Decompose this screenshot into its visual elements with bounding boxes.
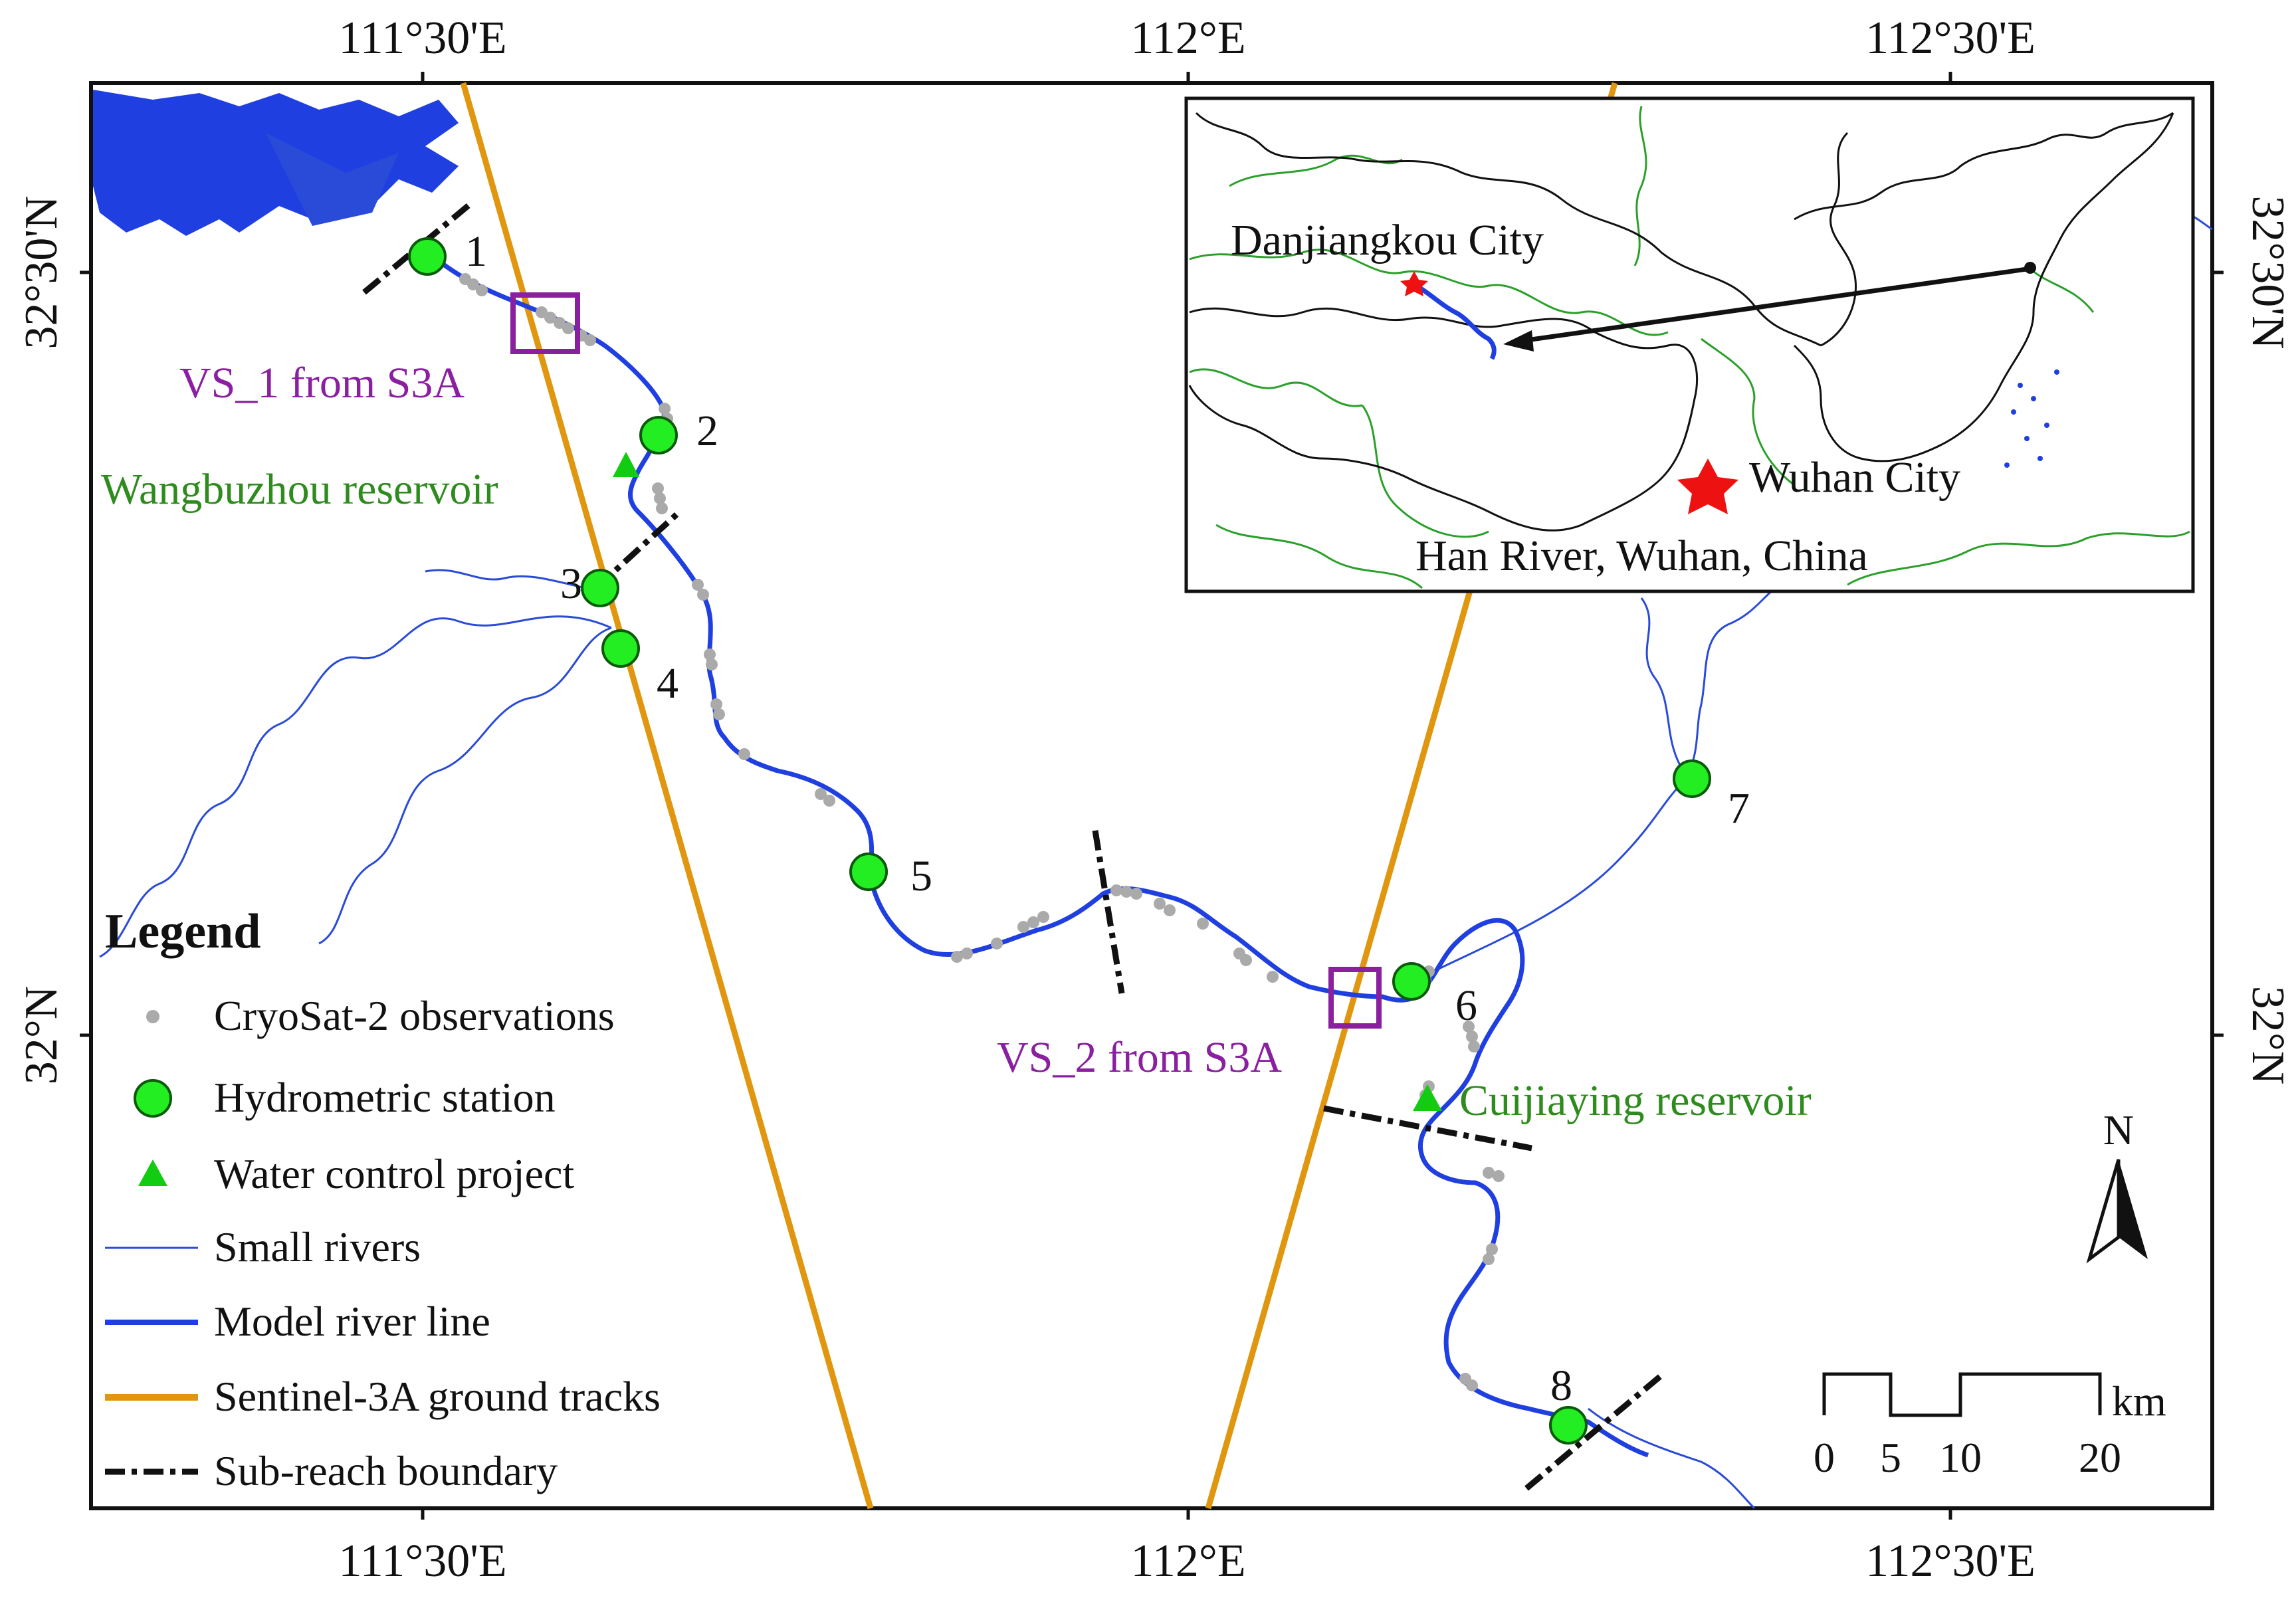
scale-tick-10: 10: [1939, 1434, 1982, 1481]
bottom-lon-label-3: 112°30'E: [1865, 1536, 2035, 1587]
inset-black-boundaries: [1188, 112, 2174, 532]
vs2-box: [1328, 967, 1382, 1029]
cuijiaying-project-marker: [1413, 1084, 1442, 1111]
legend-station-label: Hydrometric station: [214, 1074, 556, 1121]
right-lat-label-1: 32°30'N: [2242, 195, 2293, 349]
station-2: [639, 416, 678, 454]
inset-location-arrowhead: [1503, 330, 1534, 351]
cuijiaying-label: Cuijiaying reservoir: [1459, 1076, 1812, 1125]
top-lon-label-2: 112°E: [1130, 13, 1245, 64]
hydrometric-stations: [408, 237, 1711, 1445]
legend: Legend CryoSat-2 observations Hydrometri…: [105, 904, 661, 1494]
station-label-4: 4: [657, 659, 678, 708]
left-lat-label-2: 32°N: [16, 986, 67, 1085]
legend-title: Legend: [105, 904, 261, 959]
station-label-2: 2: [696, 407, 718, 455]
north-arrow-label: N: [2103, 1106, 2134, 1153]
station-label-5: 5: [910, 852, 932, 900]
inset-danjiangkou-label: Danjiangkou City: [1231, 216, 1544, 264]
bottom-lon-label-1: 111°30'E: [338, 1536, 506, 1587]
station-7: [1673, 759, 1711, 798]
station-5: [849, 852, 888, 891]
scale-tick-5: 5: [1880, 1434, 1901, 1481]
scale-tick-20: 20: [2079, 1434, 2121, 1481]
inset-han-river: [1413, 282, 1497, 360]
station-8: [1549, 1406, 1588, 1445]
station-label-8: 8: [1550, 1361, 1572, 1410]
north-arrow: N: [2086, 1106, 2148, 1264]
legend-small-rivers-label: Small rivers: [214, 1223, 421, 1270]
legend-track-label: Sentinel-3A ground tracks: [214, 1373, 661, 1420]
scale-unit: km: [2112, 1377, 2166, 1425]
legend-cryosat-symbol: [146, 1010, 159, 1023]
wangbuzhou-project-marker: [613, 452, 639, 477]
inset-coast-dots: [2004, 369, 2059, 468]
legend-cryosat-label: CryoSat-2 observations: [214, 992, 615, 1039]
top-lon-label-1: 111°30'E: [338, 13, 506, 64]
legend-project-symbol: [138, 1159, 167, 1186]
scale-bar: 0 5 10 20 km: [1814, 1372, 2166, 1481]
small-rivers: [99, 211, 2213, 1510]
wuhan-star-icon: [1677, 458, 1738, 514]
station-3: [581, 569, 619, 607]
wangbuzhou-label: Wangbuzhou reservoir: [101, 465, 498, 514]
inset-wuhan-label: Wuhan City: [1749, 453, 1960, 502]
inset-frame: [1184, 96, 2195, 593]
station-label-6: 6: [1455, 981, 1477, 1030]
legend-station-symbol: [134, 1079, 172, 1118]
station-label-3: 3: [560, 559, 582, 608]
legend-boundary-label: Sub-reach boundary: [214, 1447, 558, 1494]
north-arrow-icon: [2119, 1159, 2148, 1259]
cryosat-2-observations: [459, 273, 1505, 1391]
station-4: [601, 629, 640, 668]
bottom-lon-label-2: 112°E: [1130, 1536, 1245, 1587]
inset-map: Danjiangkou City Wuhan City Han River, W…: [1184, 96, 2195, 593]
vs1-label: VS_1 from S3A: [179, 359, 465, 407]
inset-location-dot: [2024, 262, 2036, 274]
inset-caption: Han River, Wuhan, China: [1415, 532, 1868, 580]
top-lon-label-3: 112°30'E: [1865, 13, 2035, 64]
vs2-label: VS_2 from S3A: [997, 1033, 1282, 1082]
legend-project-label: Water control project: [214, 1150, 574, 1197]
inset-location-arrow-shaft: [1521, 266, 2028, 344]
vs1-box: [510, 292, 580, 354]
danjiangkou-star-icon: [1400, 271, 1428, 296]
station-label-7: 7: [1728, 784, 1750, 833]
station-6: [1392, 962, 1431, 1001]
right-lat-label-2: 32°N: [2242, 986, 2293, 1085]
danjiangkou-reservoir-water: [93, 90, 459, 236]
left-lat-label-1: 32°30'N: [16, 195, 67, 349]
scale-tick-0: 0: [1814, 1434, 1835, 1481]
station-1: [408, 237, 447, 276]
model-river-line: [427, 250, 1649, 1458]
station-label-1: 1: [465, 227, 487, 276]
tick-marks: [80, 72, 2224, 1520]
legend-model-river-label: Model river line: [214, 1298, 490, 1345]
